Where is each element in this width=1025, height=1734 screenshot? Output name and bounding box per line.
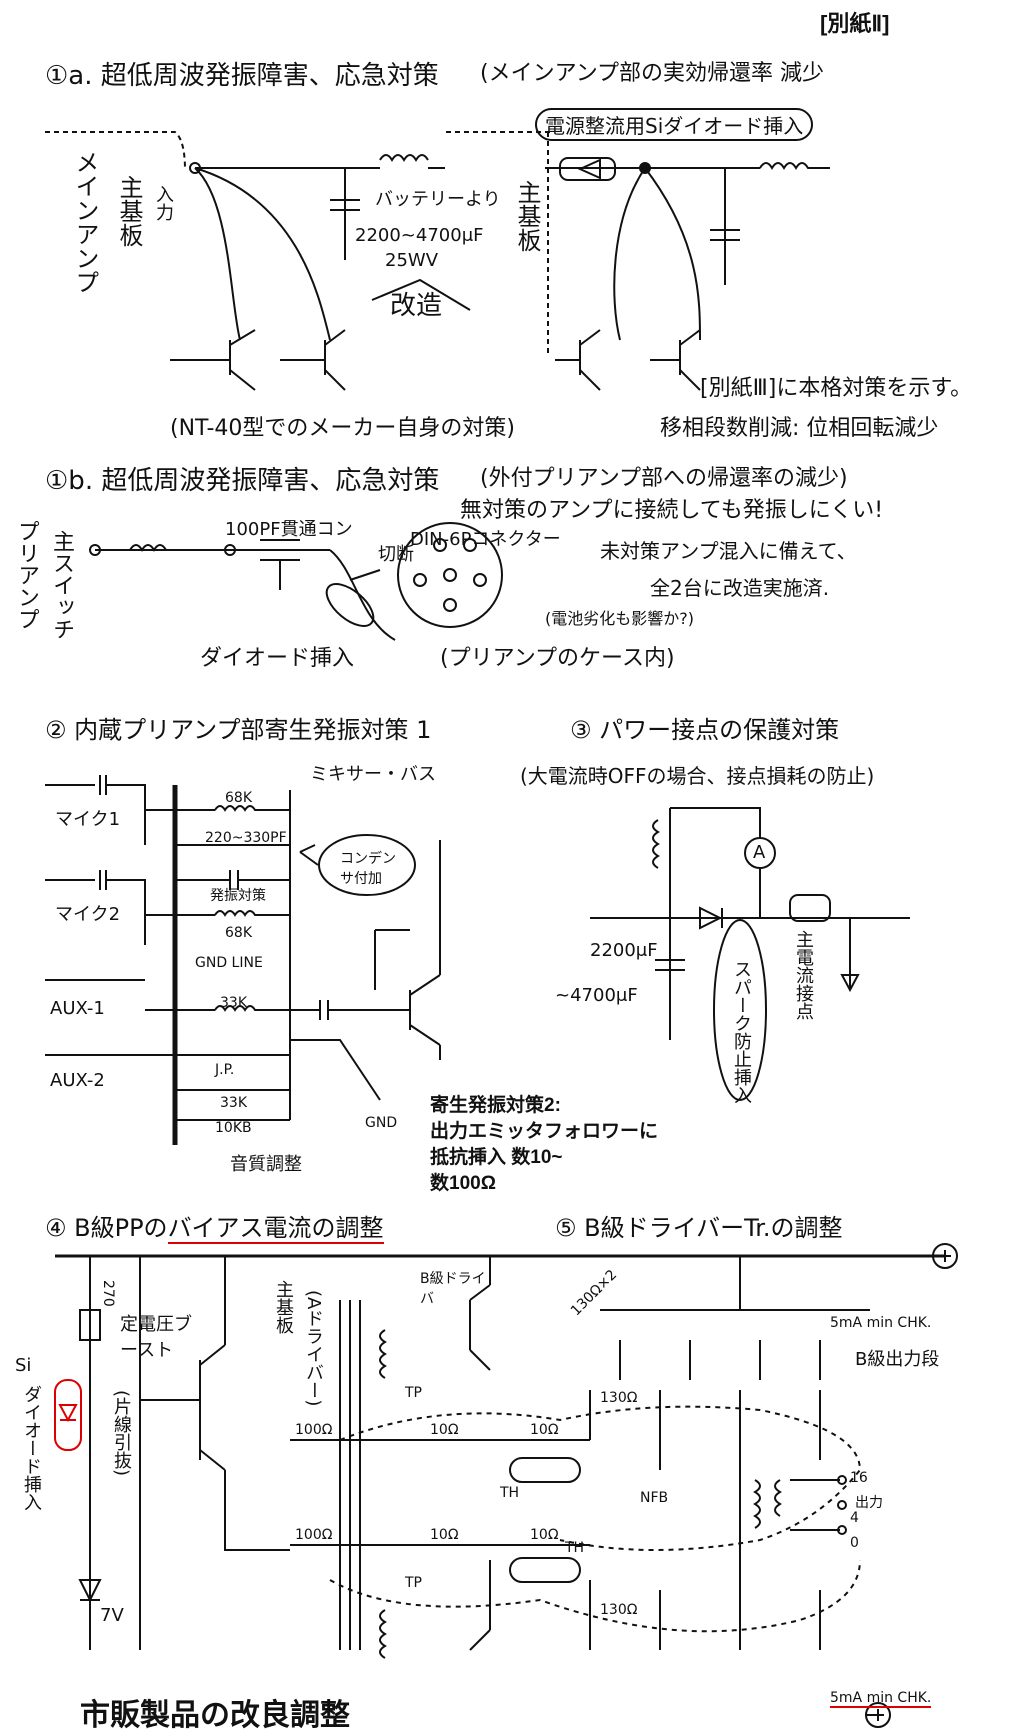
thermistor-top: TH bbox=[500, 1485, 520, 1501]
mic2-label: マイク2 bbox=[55, 904, 121, 925]
boost-label: 定電圧ブースト bbox=[120, 1314, 192, 1361]
nfb-label: NFB bbox=[640, 1490, 669, 1506]
jp-label: J.P. bbox=[215, 1062, 235, 1078]
ammeter-label: A bbox=[753, 842, 766, 863]
voltage-label: 25WV bbox=[385, 250, 439, 271]
section-4-title: ④ B級PPのバイアス電流の調整 bbox=[45, 1208, 384, 1244]
section-1a-note: (メインアンプ部の実効帰還率 減少 bbox=[480, 61, 825, 86]
phase-note: 移相段数削減: 位相回転減少 bbox=[660, 416, 939, 441]
terminal-4: 4 bbox=[850, 1510, 859, 1526]
output-stage-label: B級出力段 bbox=[855, 1349, 940, 1370]
output-label: 出力 bbox=[855, 1495, 883, 1511]
preamp-label: プリアンプ bbox=[14, 520, 39, 630]
r100-bottom: 100Ω bbox=[295, 1527, 333, 1543]
input-label: 入力 bbox=[153, 185, 174, 221]
footer-title: 市販製品の改良調整 bbox=[80, 1699, 350, 1732]
si-label: Si bbox=[15, 1355, 32, 1376]
gnd-label: GND bbox=[365, 1115, 398, 1131]
section-4-title-underlined: バイアス電流の調整 bbox=[167, 1214, 384, 1244]
r68k-1: 68K bbox=[225, 790, 252, 806]
r130-top: 130Ω bbox=[600, 1390, 638, 1406]
parasitic-fix-4: 数100Ω bbox=[430, 1173, 496, 1194]
cap-value-label: 2200~4700μF bbox=[355, 225, 484, 246]
r10-top-1: 10Ω bbox=[430, 1422, 459, 1438]
r10-top-2: 10Ω bbox=[530, 1422, 559, 1438]
r130-bottom: 130Ω bbox=[600, 1602, 638, 1618]
gnd-line-label: GND LINE bbox=[195, 955, 263, 971]
diode-insert-4-label: ダイオード挿入 bbox=[21, 1385, 42, 1511]
section-1b-note2: 無対策のアンプに接続しても発振しにくい! bbox=[460, 498, 884, 523]
section-1b-note: (外付プリアンプ部への帰還率の減少) bbox=[480, 466, 848, 491]
r68k-2: 68K bbox=[225, 925, 252, 941]
spark-prevent-label: スパーク防止挿入 bbox=[731, 960, 752, 1104]
main-contact-label: 主電流接点 bbox=[793, 930, 814, 1020]
section-1b-title: ①b. 超低周波発振障害、応急対策 bbox=[45, 466, 440, 496]
cut-label: 切断 bbox=[378, 544, 414, 565]
r10-bottom-1: 10Ω bbox=[430, 1527, 459, 1543]
terminal-0: 0 bbox=[850, 1535, 859, 1551]
chk-top: 5mA min CHK. bbox=[830, 1315, 932, 1331]
section-1a-title: ①a. 超低周波発振障害、応急対策 bbox=[45, 61, 439, 91]
parasitic-fix-2: 出力エミッタフォロワーに bbox=[430, 1121, 659, 1142]
battery-note: (電池劣化も影響か?) bbox=[545, 609, 694, 628]
section-5-title: ⑤ B級ドライバーTr.の調整 bbox=[555, 1214, 843, 1242]
diode-insert-1b-label: ダイオード挿入 bbox=[200, 646, 355, 671]
feedthrough-cap-label: 100PF貫通コン bbox=[225, 519, 353, 540]
main-amp-label: メインアンプ bbox=[71, 150, 99, 294]
battery-label: バッテリーより bbox=[375, 189, 501, 210]
main-switch-label: 主スイッチ bbox=[49, 530, 74, 640]
section-3-note: (大電流時OFFの場合、接点損耗の防止) bbox=[520, 764, 875, 788]
main-board-label-2: 主基板 bbox=[513, 180, 541, 252]
section-4-title-prefix: ④ B級PPの bbox=[45, 1214, 168, 1242]
parasitic-fix-3: 抵抗挿入 数10~ bbox=[430, 1147, 563, 1168]
a-driver-label: (Aドライバー) bbox=[303, 1290, 324, 1407]
r33k-2: 33K bbox=[220, 1095, 247, 1111]
r10-bottom-2: 10Ω bbox=[530, 1527, 559, 1543]
diode-insert-label: 電源整流用Siダイオード挿入 bbox=[535, 108, 814, 141]
lead-pull-label: (片線引抜) bbox=[111, 1390, 132, 1477]
din-connector-label: DIN-6Pコネクター bbox=[410, 529, 561, 550]
r270-label: 270 bbox=[100, 1280, 116, 1307]
aux2-label: AUX-2 bbox=[50, 1070, 105, 1091]
main-board-4-label: 主基板 bbox=[273, 1280, 294, 1334]
cap-4700uf: ~4700μF bbox=[555, 985, 638, 1006]
mixer-bus-label: ミキサー・バス bbox=[310, 764, 436, 785]
terminal-16: 16 bbox=[850, 1470, 868, 1486]
section-2-title: ② 内蔵プリアンプ部寄生発振対策 1 bbox=[45, 716, 432, 744]
mic1-label: マイク1 bbox=[55, 809, 121, 830]
aux1-label: AUX-1 bbox=[50, 998, 105, 1019]
prep-note: 未対策アンプ混入に備えて、 bbox=[600, 539, 857, 563]
chk-bottom: 5mA min CHK. bbox=[830, 1690, 932, 1708]
done-note: 全2台に改造実施済. bbox=[650, 576, 830, 600]
b-driver-label: B級ドライバ bbox=[420, 1271, 486, 1307]
c220-330pf: 220~330PF bbox=[205, 830, 287, 846]
r100-top: 100Ω bbox=[295, 1422, 333, 1438]
r10kb: 10KB bbox=[215, 1120, 252, 1136]
zener-7v: 7V bbox=[100, 1605, 124, 1626]
tp-top: TP bbox=[405, 1385, 422, 1401]
cap-add-label: コンデンサ付加 bbox=[340, 851, 396, 887]
page-tag: [別紙Ⅱ] bbox=[820, 11, 890, 36]
preamp-case-label: (プリアンプのケース内) bbox=[440, 646, 675, 671]
maker-note: (NT-40型でのメーカー自身の対策) bbox=[170, 416, 515, 441]
section-3-title: ③ パワー接点の保護対策 bbox=[570, 716, 840, 744]
tp-bottom: TP bbox=[405, 1575, 422, 1591]
cap-2200uf: 2200μF bbox=[590, 940, 658, 961]
thermistor-bottom: TH bbox=[565, 1540, 585, 1556]
tone-adjust-label: 音質調整 bbox=[230, 1154, 302, 1175]
main-board-label: 主基板 bbox=[115, 175, 143, 247]
osc-fix-label: 発振対策 bbox=[210, 888, 266, 904]
modify-label: 改造 bbox=[390, 291, 443, 321]
r33k-1: 33K bbox=[220, 995, 247, 1011]
reference-note: [別紙Ⅲ]に本格対策を示す。 bbox=[700, 376, 973, 401]
parasitic-fix-1: 寄生発振対策2: bbox=[430, 1095, 561, 1116]
